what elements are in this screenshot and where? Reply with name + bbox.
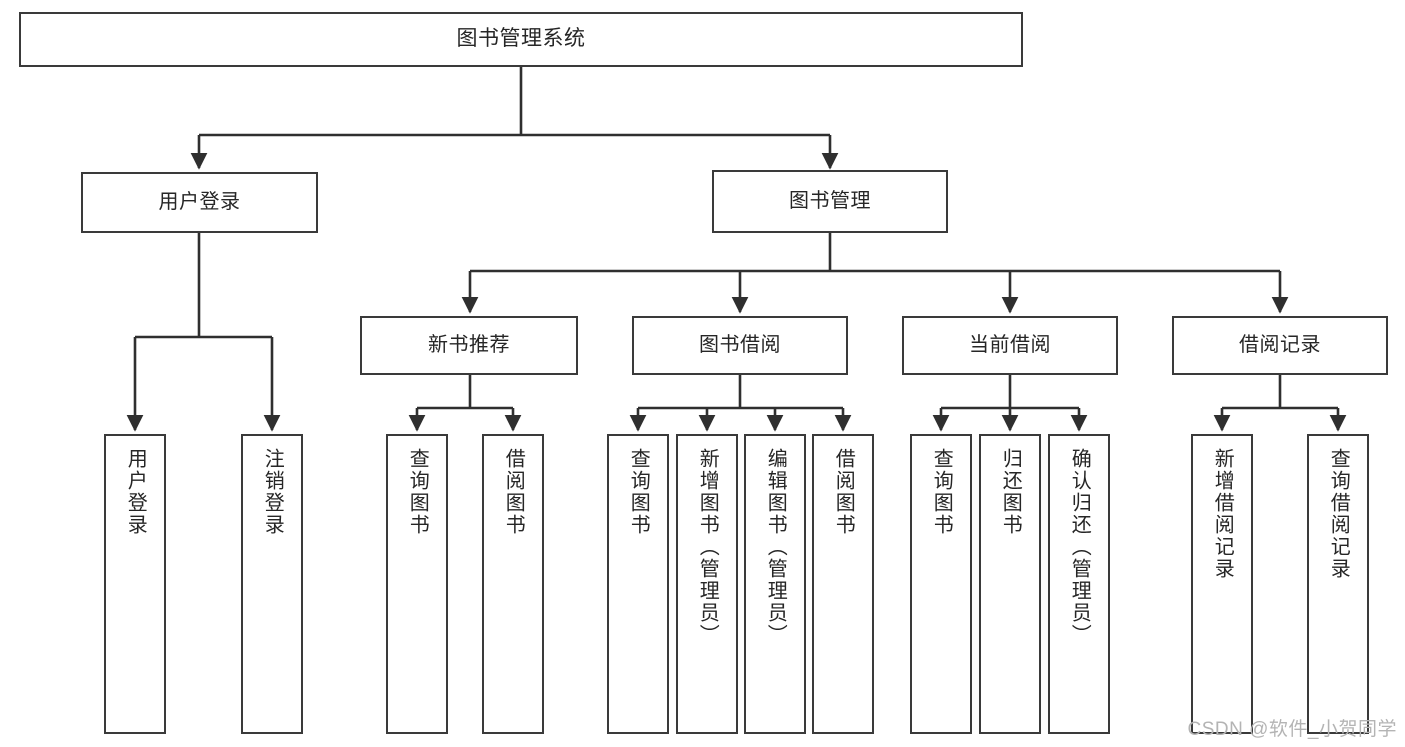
leaf-add-book-admin[interactable]: 新增图书（管理员）	[676, 434, 738, 734]
node-user-login-label: 用户登录	[158, 190, 241, 213]
node-user-login[interactable]: 用户登录	[81, 172, 318, 233]
node-book-borrow-label: 图书借阅	[699, 333, 781, 356]
node-root[interactable]: 图书管理系统	[19, 12, 1023, 67]
leaf-borrow-query-book[interactable]: 查询图书	[607, 434, 669, 734]
leaf-confirm-return-admin-label: 确认归还（管理员）	[1068, 448, 1091, 646]
leaf-return-book[interactable]: 归还图书	[979, 434, 1041, 734]
node-new-book-recommend-label: 新书推荐	[428, 333, 510, 356]
leaf-logout[interactable]: 注销登录	[241, 434, 303, 734]
leaf-add-borrow-record[interactable]: 新增借阅记录	[1191, 434, 1253, 734]
node-root-label: 图书管理系统	[456, 27, 586, 51]
node-current-borrow[interactable]: 当前借阅	[902, 316, 1118, 375]
node-current-borrow-label: 当前借阅	[969, 333, 1051, 356]
leaf-logout-label: 注销登录	[261, 448, 284, 536]
leaf-user-login-label: 用户登录	[124, 448, 147, 536]
node-book-management-label: 图书管理	[789, 189, 871, 212]
leaf-new-book-query[interactable]: 查询图书	[386, 434, 448, 734]
leaf-user-login[interactable]: 用户登录	[104, 434, 166, 734]
leaf-current-query-book-label: 查询图书	[930, 448, 953, 536]
leaf-new-book-query-label: 查询图书	[406, 448, 429, 536]
leaf-new-book-borrow[interactable]: 借阅图书	[482, 434, 544, 734]
leaf-confirm-return-admin[interactable]: 确认归还（管理员）	[1048, 434, 1110, 734]
leaf-add-book-admin-label: 新增图书（管理员）	[696, 448, 719, 646]
leaf-add-borrow-record-label: 新增借阅记录	[1211, 448, 1234, 580]
node-book-borrow[interactable]: 图书借阅	[632, 316, 848, 375]
node-borrow-record[interactable]: 借阅记录	[1172, 316, 1388, 375]
leaf-borrow-book-label: 借阅图书	[832, 448, 855, 536]
csdn-watermark: CSDN @软件_小贺同学	[1187, 719, 1397, 740]
leaf-borrow-book[interactable]: 借阅图书	[812, 434, 874, 734]
node-borrow-record-label: 借阅记录	[1239, 333, 1321, 356]
leaf-current-query-book[interactable]: 查询图书	[910, 434, 972, 734]
leaf-borrow-query-book-label: 查询图书	[627, 448, 650, 536]
leaf-query-borrow-record-label: 查询借阅记录	[1327, 448, 1350, 580]
node-book-management[interactable]: 图书管理	[712, 170, 948, 233]
leaf-new-book-borrow-label: 借阅图书	[502, 448, 525, 536]
leaf-query-borrow-record[interactable]: 查询借阅记录	[1307, 434, 1369, 734]
leaf-return-book-label: 归还图书	[999, 448, 1022, 536]
leaf-edit-book-admin-label: 编辑图书（管理员）	[764, 448, 787, 646]
node-new-book-recommend[interactable]: 新书推荐	[360, 316, 578, 375]
leaf-edit-book-admin[interactable]: 编辑图书（管理员）	[744, 434, 806, 734]
